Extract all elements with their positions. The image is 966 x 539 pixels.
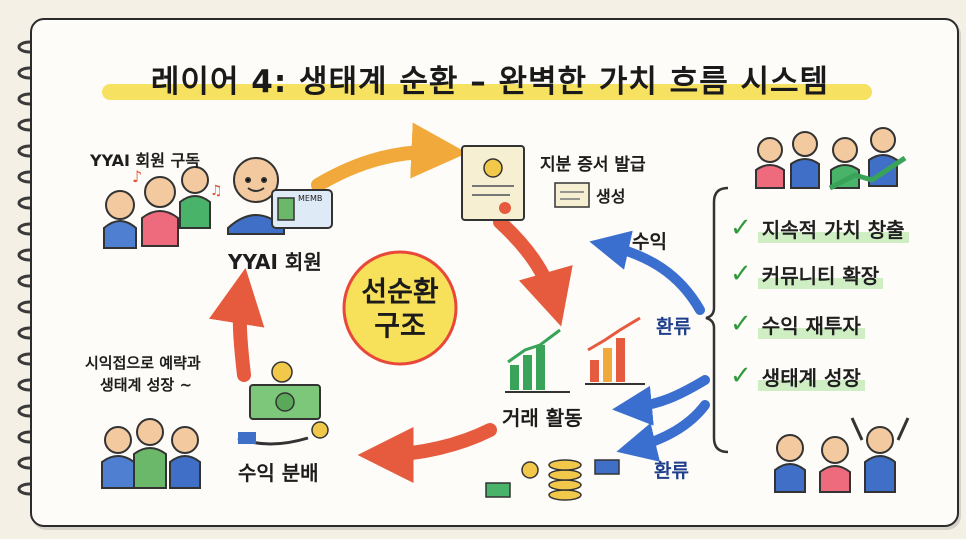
checklist-label: 생태계 성장 [757, 361, 865, 391]
check-icon: ✓ [730, 213, 752, 243]
checklist-label: 수익 재투자 [757, 309, 865, 339]
start-caption-line2: 생태계 성장 ~ [100, 376, 193, 394]
arrow-return-bottom [616, 400, 710, 462]
checklist-item: ✓ 지속적 가치 창출 [730, 211, 909, 245]
trading-label: 거래 활동 [502, 406, 583, 430]
growth-chart-icon [505, 316, 645, 393]
celebration-group-icon [774, 417, 910, 493]
arrow-certificate-to-trading [493, 215, 573, 327]
certificate-label: 지분 증서 발급 [540, 155, 646, 175]
member-label: YYAI 회원 [228, 250, 322, 274]
revenue-flow-label: 수익 [632, 231, 667, 253]
arrow-trading-to-distribution [357, 423, 497, 483]
handshake-group-icon [101, 418, 201, 489]
mini-certificate-icon [554, 182, 590, 208]
distribution-label: 수익 분배 [238, 461, 319, 485]
membership-card-icon [271, 189, 333, 229]
money-distribution-icon [237, 361, 329, 446]
subscriber-group-icon: ♪ ♫ [103, 166, 223, 249]
svg-text:♪: ♪ [132, 167, 142, 186]
arrow-distribution-to-member [209, 267, 265, 382]
generate-label: 생성 [596, 187, 626, 206]
card-text: MEMB [298, 194, 323, 203]
certificate-icon [461, 145, 525, 221]
arrow-revenue-return [589, 230, 705, 315]
subscribe-caption: YYAI 회원 구독 [90, 151, 200, 170]
check-icon: ✓ [730, 259, 752, 289]
center-label-line2: 구조 [374, 309, 426, 342]
checklist-label: 커뮤니티 확장 [757, 259, 884, 289]
checklist-item: ✓ 커뮤니티 확장 [730, 257, 884, 291]
center-label-line1: 선순환 [361, 275, 439, 308]
arrow-return-top [612, 375, 710, 426]
coins-handshake-icon [485, 459, 620, 501]
start-caption-line1: 시익접으로 예략과 [85, 354, 201, 372]
page-title: 레이어 4: 생태계 순환 – 완벽한 가치 흐름 시스템 [150, 64, 830, 100]
checklist-label: 지속적 가치 창출 [757, 213, 909, 243]
return-flow-label-top: 환류 [656, 316, 691, 338]
check-icon: ✓ [730, 361, 752, 391]
return-flow-label-bottom: 환류 [654, 460, 689, 482]
checklist-item: ✓ 생태계 성장 [730, 359, 865, 393]
community-group-icon [755, 127, 907, 191]
arrow-member-to-certificate [311, 122, 468, 192]
center-circle [342, 250, 458, 366]
svg-text:♫: ♫ [210, 183, 223, 199]
checklist-item: ✓ 수익 재투자 [730, 307, 865, 341]
center-label: 선순환 구조 [355, 275, 445, 343]
check-icon: ✓ [730, 309, 752, 339]
title-highlight [102, 84, 872, 100]
member-avatar-icon [227, 157, 285, 235]
checklist-bracket [705, 186, 729, 454]
